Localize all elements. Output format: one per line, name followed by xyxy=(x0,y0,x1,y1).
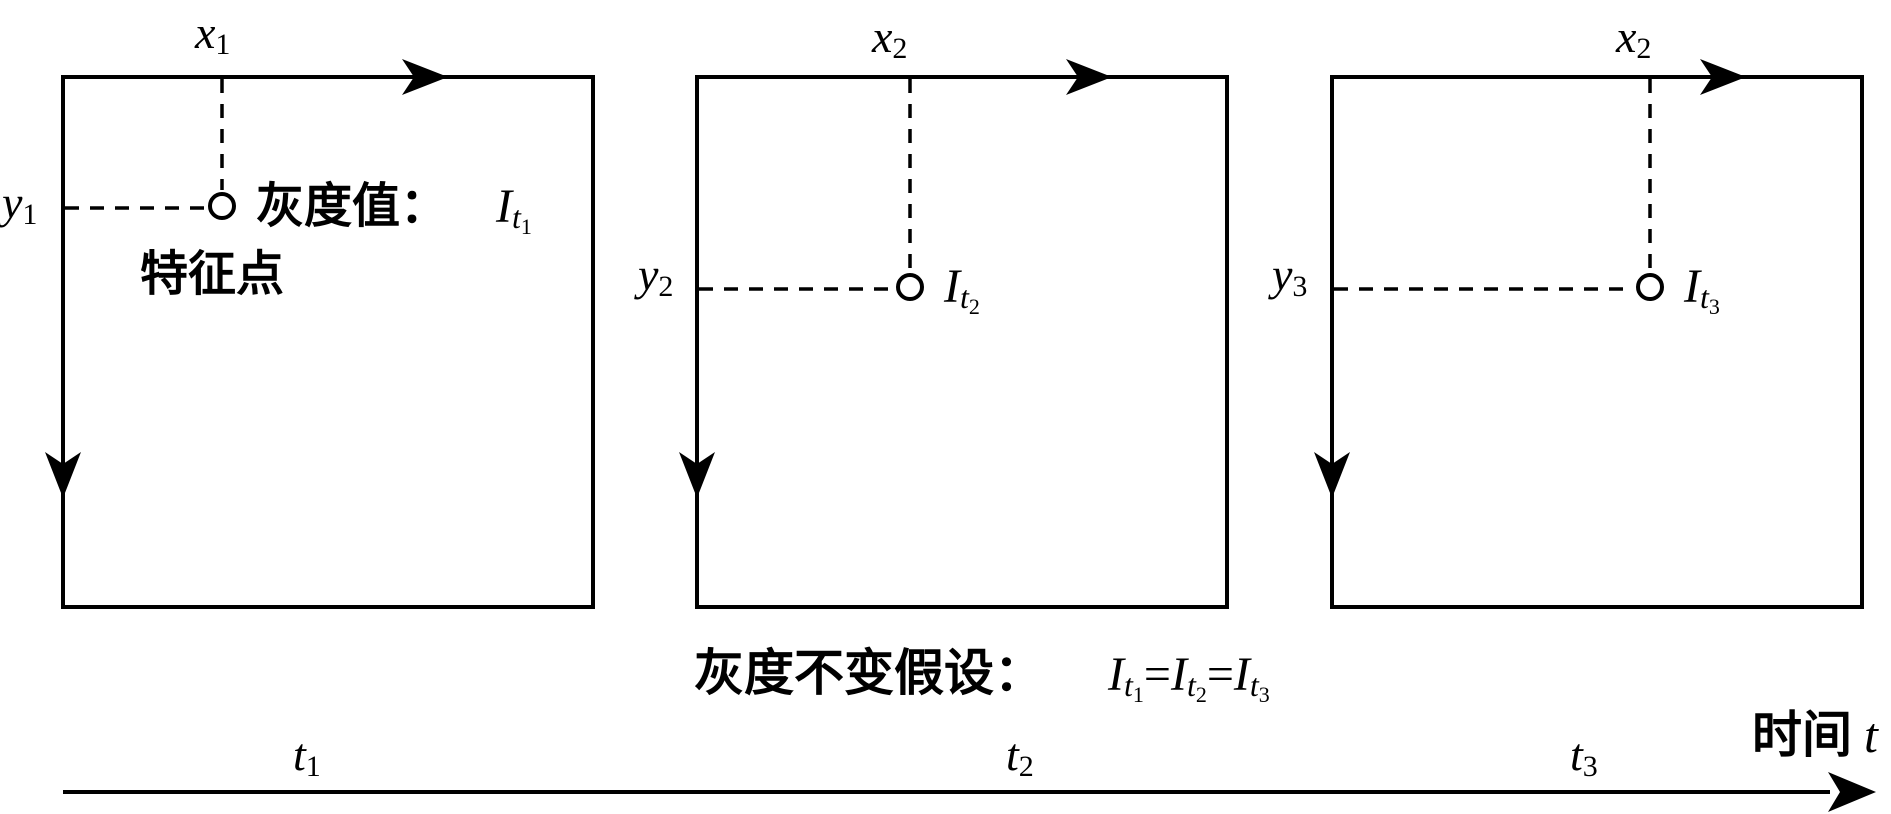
frame-3-border xyxy=(1330,75,1864,609)
frame-1-point-caption: 灰度值： xyxy=(256,178,448,234)
frame-2-y-label: y2 xyxy=(634,249,673,303)
timeline-tick-label-1: t1 xyxy=(293,729,321,783)
frame-1-feature-point xyxy=(208,192,236,220)
frame-1-intensity-label: It1 xyxy=(495,180,532,239)
frame-2-x-axis-arrow-icon xyxy=(1066,59,1112,95)
frame-3-intensity-label: It3 xyxy=(1683,260,1720,319)
frame-1-feature-label: 特征点 xyxy=(140,246,284,302)
assumption-label: 灰度不变假设： xyxy=(694,644,1044,702)
assumption-statement: 灰度不变假设： It1=It2=It3 xyxy=(694,644,1270,707)
frame-2-intensity-label: It2 xyxy=(943,260,980,319)
frame-1: x1 y1 灰度值： It1 特征点 xyxy=(0,7,595,609)
frame-2-border xyxy=(695,75,1229,609)
frame-1-border xyxy=(61,75,595,609)
frame-3-feature-point xyxy=(1636,273,1664,301)
frame-3-x-label: x2 xyxy=(1615,11,1651,65)
frame-3-y-label: y3 xyxy=(1268,249,1307,303)
timeline: t1 t2 t3 时间 t xyxy=(63,706,1879,812)
timeline-arrow-icon xyxy=(1828,772,1876,812)
frame-3: x2 y3 It3 xyxy=(1268,11,1864,609)
timeline-tick-label-2: t2 xyxy=(1006,729,1034,783)
timeline-axis-variable: t xyxy=(1864,707,1879,763)
frame-1-y-axis-arrow-icon xyxy=(45,452,81,498)
frame-2: x2 y2 It2 xyxy=(634,11,1229,609)
frame-3-x-axis-arrow-icon xyxy=(1700,59,1746,95)
frame-2-x-label: x2 xyxy=(871,11,907,65)
frame-1-x-axis-arrow-icon xyxy=(402,59,448,95)
frame-3-y-axis-arrow-icon xyxy=(1314,452,1350,498)
frame-2-feature-point xyxy=(896,273,924,301)
frame-1-x-label: x1 xyxy=(194,7,230,61)
frame-2-y-axis-arrow-icon xyxy=(679,452,715,498)
frame-1-y-label: y1 xyxy=(0,177,37,231)
timeline-tick-label-3: t3 xyxy=(1570,729,1598,783)
assumption-equation: It1=It2=It3 xyxy=(1107,648,1270,707)
timeline-axis-label: 时间 xyxy=(1752,706,1852,764)
